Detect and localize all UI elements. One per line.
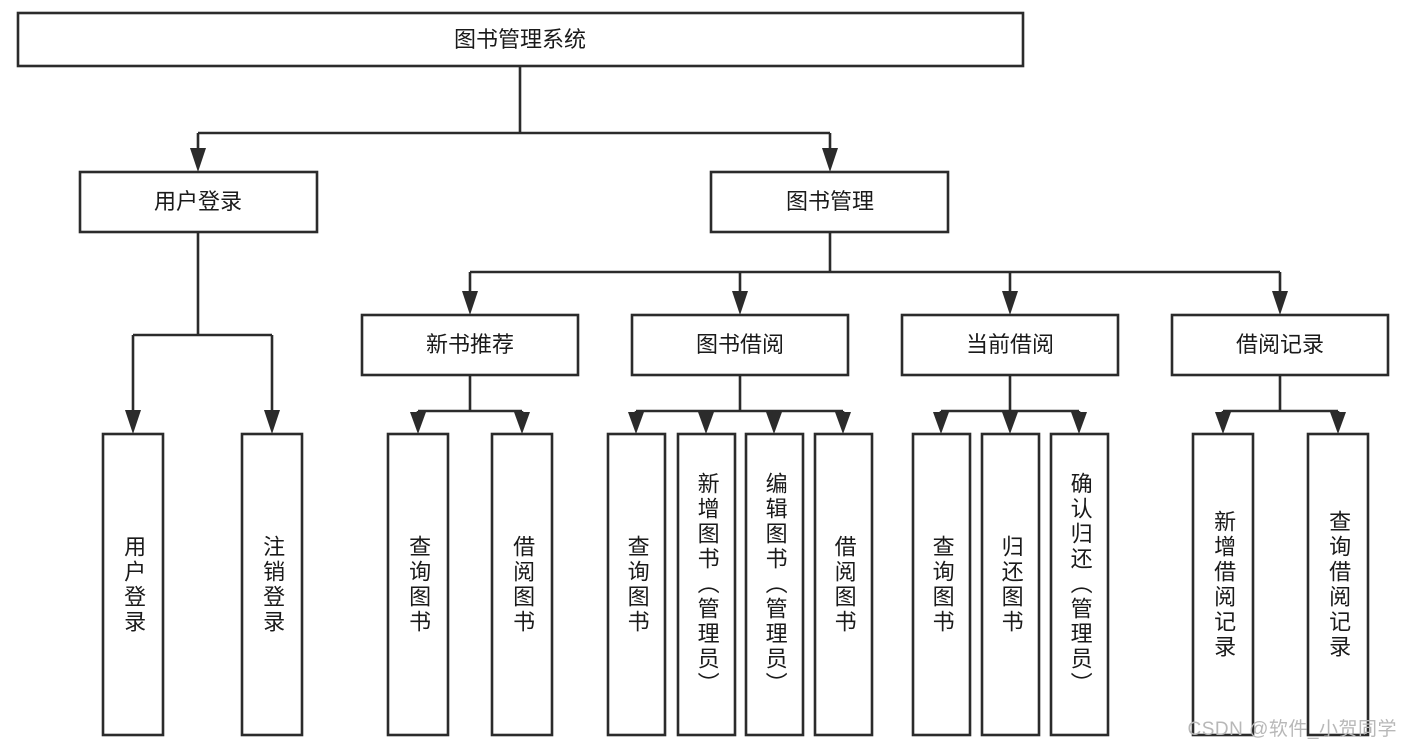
leaf-box-logout[interactable] <box>240 432 304 737</box>
arrow-head-leaf-return-book <box>1002 412 1018 434</box>
leaf-box-borrow-book-1[interactable] <box>490 432 554 737</box>
arrow-head-leaf-query-book-3 <box>933 412 949 434</box>
arrow-head-new-book <box>462 291 478 315</box>
node-new-book-recommend-label: 新书推荐 <box>426 332 514 357</box>
arrow-head-leaf-query-book-1 <box>410 412 426 434</box>
node-book-borrow-label: 图书借阅 <box>696 332 784 357</box>
arrow-head-borrow-record <box>1272 291 1288 315</box>
arrow-head-leaf-query-record <box>1330 412 1346 434</box>
arrow-head-user-login <box>190 148 206 172</box>
node-book-management[interactable] <box>709 170 950 234</box>
leaf-box-query-book-1[interactable] <box>386 432 450 737</box>
node-user-login-label: 用户登录 <box>154 189 242 214</box>
node-user-login[interactable] <box>78 170 319 234</box>
arrow-head-leaf-add-record <box>1215 412 1231 434</box>
node-new-book-recommend[interactable] <box>360 313 580 377</box>
leaf-box-confirm-return-admin[interactable] <box>1049 432 1110 737</box>
leaf-box-borrow-book-2[interactable] <box>813 432 874 737</box>
leaf-box-query-borrow-record[interactable] <box>1306 432 1370 737</box>
node-root-book-management-system[interactable] <box>16 11 1025 68</box>
connector-bookborrow-to-leaves <box>634 375 845 414</box>
leaf-box-add-borrow-record[interactable] <box>1191 432 1255 737</box>
connector-currentborrow-to-leaves <box>939 375 1081 414</box>
arrow-head-book-manage <box>822 148 838 172</box>
leaf-box-user-login[interactable] <box>101 432 165 737</box>
leaf-box-return-book[interactable] <box>980 432 1041 737</box>
arrow-head-leaf-borrow-book-2 <box>835 412 851 434</box>
leaf-box-query-book-2[interactable] <box>606 432 667 737</box>
arrow-head-leaf-logout <box>264 410 280 434</box>
node-borrow-record[interactable] <box>1170 313 1390 377</box>
arrow-head-leaf-confirm-return <box>1071 412 1087 434</box>
connector-newbook-to-leaves <box>416 375 524 414</box>
connector-borrowrecord-to-leaves <box>1221 375 1340 414</box>
node-current-borrow[interactable] <box>900 313 1120 377</box>
leaf-box-add-book-admin[interactable] <box>676 432 737 737</box>
arrow-head-leaf-edit-book <box>766 412 782 434</box>
arrow-head-leaf-user-login <box>125 410 141 434</box>
arrow-head-leaf-query-book-2 <box>628 412 644 434</box>
node-current-borrow-label: 当前借阅 <box>966 332 1054 357</box>
node-book-management-label: 图书管理 <box>786 189 874 214</box>
node-root-label: 图书管理系统 <box>454 27 586 52</box>
connector-bookmanage-to-level3 <box>468 232 1282 293</box>
arrow-head-leaf-borrow-book-1 <box>514 412 530 434</box>
connector-userlogin-to-leaves <box>131 232 274 412</box>
node-borrow-record-label: 借阅记录 <box>1236 332 1324 357</box>
csdn-watermark: CSDN @软件_小贺同学 <box>1187 719 1397 740</box>
leaf-box-query-book-3[interactable] <box>911 432 972 737</box>
leaf-box-edit-book-admin[interactable] <box>744 432 805 737</box>
node-book-borrow[interactable] <box>630 313 850 377</box>
arrow-head-book-borrow <box>732 291 748 315</box>
arrow-head-current-borrow <box>1002 291 1018 315</box>
connector-root-to-level2 <box>196 66 832 150</box>
arrow-head-leaf-add-book <box>698 412 714 434</box>
